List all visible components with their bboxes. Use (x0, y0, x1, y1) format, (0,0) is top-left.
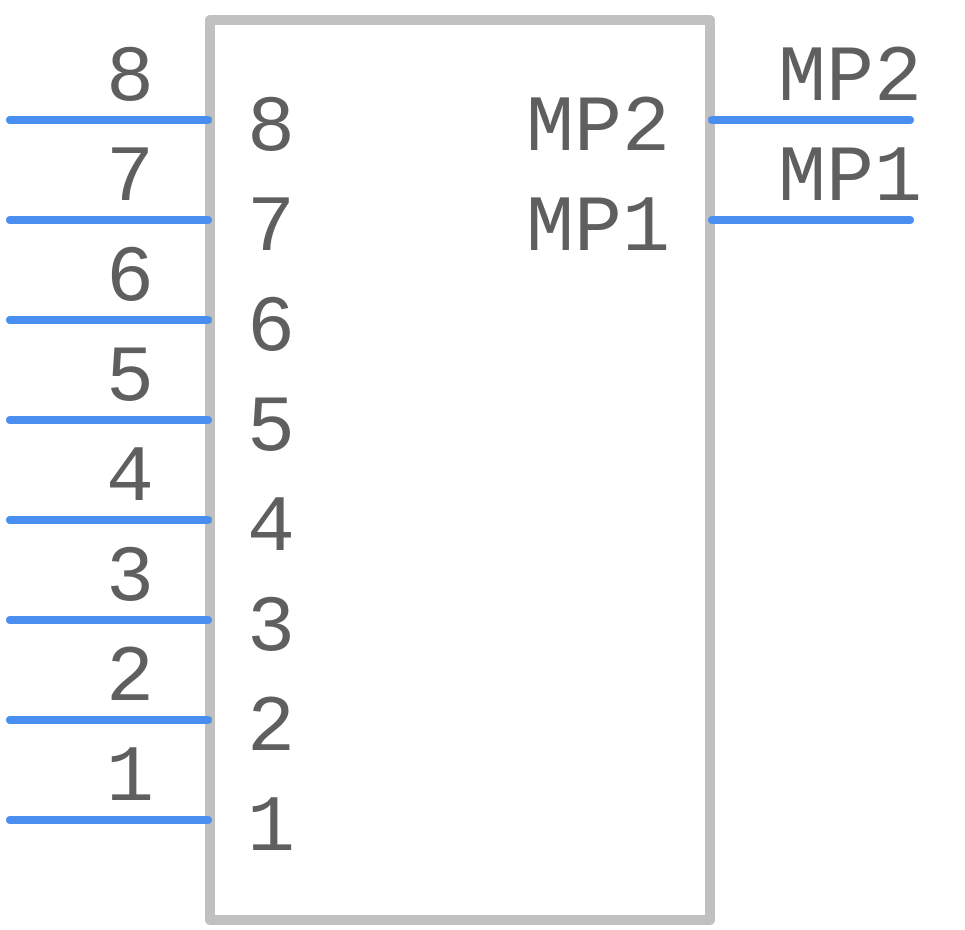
right-pin-mp1[interactable]: MP1 MP1 (526, 134, 922, 275)
pin-number-mp1: MP1 (778, 134, 922, 225)
pin-name-6: 6 (247, 284, 295, 375)
pin-number-4: 4 (106, 434, 154, 525)
left-pin-1[interactable]: 1 1 (6, 734, 295, 875)
left-pin-6[interactable]: 6 6 (6, 234, 295, 375)
pin-number-8: 8 (106, 34, 154, 125)
pin-number-7: 7 (106, 134, 154, 225)
pin-name-5: 5 (247, 384, 295, 475)
pin-number-6: 6 (106, 234, 154, 325)
left-pin-2[interactable]: 2 2 (6, 634, 295, 775)
component-body (205, 15, 715, 925)
pin-number-5: 5 (106, 334, 154, 425)
left-pin-4[interactable]: 4 4 (6, 434, 295, 575)
pin-number-1: 1 (106, 734, 154, 825)
left-pin-3[interactable]: 3 3 (6, 534, 295, 675)
pin-name-2: 2 (247, 684, 295, 775)
pin-name-mp2: MP2 (526, 84, 670, 175)
pin-number-mp2: MP2 (778, 34, 922, 125)
right-pin-mp2[interactable]: MP2 MP2 (526, 34, 922, 175)
pin-name-7: 7 (247, 184, 295, 275)
pin-name-4: 4 (247, 484, 295, 575)
left-pin-8[interactable]: 8 8 (6, 34, 295, 175)
pin-name-8: 8 (247, 84, 295, 175)
pin-name-3: 3 (247, 584, 295, 675)
left-pin-7[interactable]: 7 7 (6, 134, 295, 275)
left-pin-5[interactable]: 5 5 (6, 334, 295, 475)
pin-number-2: 2 (106, 634, 154, 725)
pin-name-mp1: MP1 (526, 184, 670, 275)
pin-name-1: 1 (247, 784, 295, 875)
pin-number-3: 3 (106, 534, 154, 625)
